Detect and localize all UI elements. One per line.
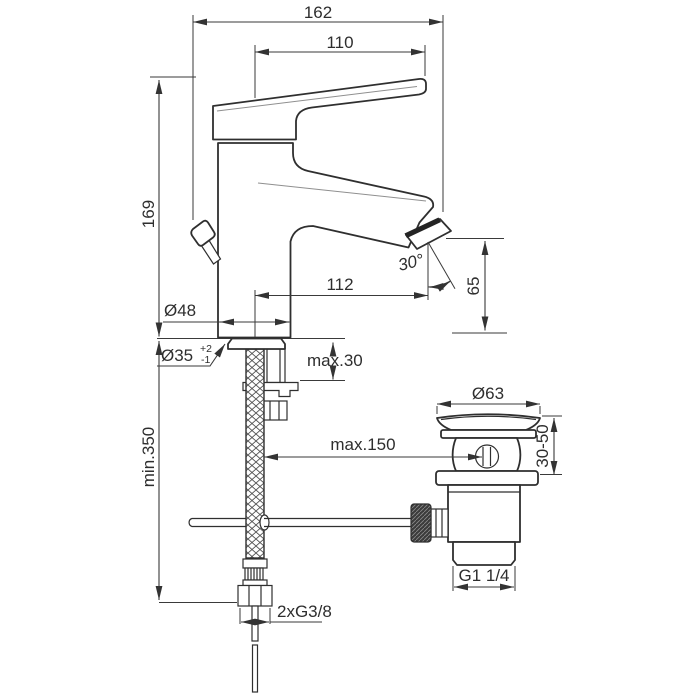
rod-adjuster-knurl xyxy=(410,503,432,543)
dim-rod-reach: max.150 xyxy=(330,435,395,454)
waste-seat-washer xyxy=(440,429,537,439)
dim-hole-tol-plus: +2 xyxy=(200,343,212,355)
dim-waste-diameter: Ø63 xyxy=(472,384,504,403)
dim-spout-projection: 112 xyxy=(326,275,353,294)
dim-waste-thread: G1 1/4 xyxy=(458,566,509,585)
pop-up-rod-knob xyxy=(190,219,222,265)
dim-supply-thread: 2xG3/8 xyxy=(277,602,332,621)
mounting-shank xyxy=(266,348,286,384)
mounting-nut xyxy=(261,400,288,421)
dim-deck-thickness: max.30 xyxy=(307,351,363,370)
rod-port xyxy=(430,508,449,538)
waste-lower-body xyxy=(430,484,521,543)
dim-hose-length: min.350 xyxy=(139,427,158,487)
dim-body-height: 169 xyxy=(139,200,158,228)
faucet-body xyxy=(217,142,435,339)
waste-top-flange xyxy=(436,413,541,431)
lever-crease xyxy=(216,86,418,112)
dim-outlet-height: 65 xyxy=(464,277,483,296)
waste-assembly xyxy=(410,413,541,566)
dim-hole-diameter: Ø35 xyxy=(161,346,193,365)
spout-crease xyxy=(257,182,427,202)
pop-up-rod xyxy=(188,517,412,528)
dim-hole-tol-minus: -1 xyxy=(201,354,210,366)
dim-base-diameter: Ø48 xyxy=(164,301,196,320)
aerator-face-band xyxy=(404,217,441,238)
hose-connector-nut xyxy=(237,584,273,607)
dim-lever-length: 110 xyxy=(326,33,353,52)
rod-clip xyxy=(259,514,270,531)
base-escutcheon xyxy=(227,337,286,350)
waste-thread xyxy=(452,541,516,566)
dimension-lines xyxy=(150,15,562,626)
dim-spout-angle: 30° xyxy=(396,250,426,275)
dim-basin-range: 30-50 xyxy=(533,424,552,467)
spout-aerator xyxy=(404,217,452,250)
dim-overall-width: 162 xyxy=(304,3,332,22)
waste-basin-flange xyxy=(435,470,539,486)
supply-pipe xyxy=(251,605,259,693)
lever-handle xyxy=(212,78,427,141)
hose-end-fitting xyxy=(242,558,268,587)
